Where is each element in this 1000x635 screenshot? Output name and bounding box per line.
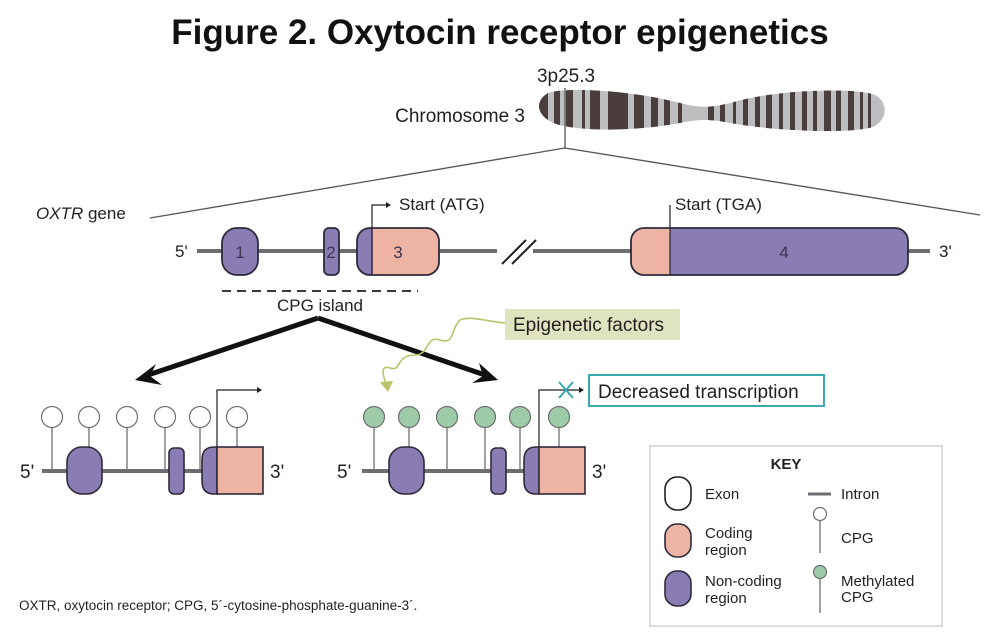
methylated-cpg-site <box>397 405 421 429</box>
unmethylated-panel: 5' 3' <box>20 387 284 495</box>
epigenetic-factors-box <box>505 309 680 340</box>
exon-4 <box>630 205 909 276</box>
legend-intron-label: Intron <box>841 486 879 503</box>
exon-4-noncoding <box>670 228 908 275</box>
legend-methylated-swatch <box>812 564 828 580</box>
legend-coding-label-2: region <box>705 542 747 559</box>
break-mark <box>501 239 527 265</box>
arrow-to-unmethylated <box>147 315 319 378</box>
exon-2 <box>323 227 340 276</box>
unmethylated-5prime-label: 5' <box>20 462 34 483</box>
exon-3 <box>356 227 440 276</box>
epigenetic-arrowhead <box>380 381 393 392</box>
chromosome-3 <box>539 90 885 132</box>
decreased-transcription-box <box>588 374 825 407</box>
legend-exon-swatch <box>664 476 692 511</box>
gene-3prime-label: 3' <box>939 242 952 261</box>
unmethylated-transcription-arrow <box>216 389 257 447</box>
chromosome-label: Chromosome 3 <box>395 106 525 127</box>
legend-coding-label-1: Coding <box>705 525 753 542</box>
start-atg-arrowhead <box>386 202 391 208</box>
gene-map: 5' 1 2 3 Start (ATG) 4 Start <box>175 195 952 315</box>
unmethylated-exon-3-coding <box>216 446 264 495</box>
legend-noncoding-swatch <box>664 570 692 607</box>
start-atg-label: Start (ATG) <box>399 195 485 214</box>
legend-title: KEY <box>771 456 802 473</box>
methylated-3prime-label: 3' <box>592 462 606 483</box>
gene-name: OXTR <box>36 204 83 223</box>
chromosome-bands <box>539 90 871 132</box>
arrowhead-left <box>135 364 162 385</box>
arrowhead-right <box>472 363 498 383</box>
figure-caption: OXTR, oxytocin receptor; CPG, 5´-cytosin… <box>19 598 417 613</box>
unmethylated-transcription-arrowhead <box>257 387 262 393</box>
unmethylated-cpg-site <box>153 405 177 429</box>
zoom-line-left <box>149 147 566 219</box>
legend-cpg-label: CPG <box>841 530 874 547</box>
arrow-to-methylated <box>317 315 486 378</box>
unmethylated-cpg-site <box>225 405 249 429</box>
gene-suffix: gene <box>83 204 126 223</box>
unmethylated-cpg-sites <box>40 405 249 471</box>
methylated-exon-3-noncoding <box>523 446 540 495</box>
methylated-cpg-sites <box>362 405 571 471</box>
gene-5prime-label: 5' <box>175 242 188 261</box>
exon-4-coding <box>631 228 670 275</box>
epigenetic-factors-label: Epigenetic factors <box>513 315 664 336</box>
unmethylated-exon-3-noncoding <box>201 446 218 495</box>
legend: KEY Exon Coding region Non-coding region… <box>649 445 943 627</box>
unmethylated-cpg-site <box>40 405 64 429</box>
methylated-cpg-site <box>362 405 386 429</box>
epigenetic-squiggle <box>382 317 506 386</box>
blocked-x-icon <box>558 381 574 399</box>
methylated-transcription-arrowhead <box>579 387 584 393</box>
exon-1-number: 1 <box>235 243 244 262</box>
exon-4-number: 4 <box>779 243 788 262</box>
legend-noncoding-label-2: region <box>705 590 747 607</box>
legend-cpg-swatch <box>812 506 828 522</box>
methylated-5prime-label: 5' <box>337 462 351 483</box>
exon-3-coding <box>372 228 439 275</box>
unmethylated-exon-1 <box>66 446 103 495</box>
break-mark <box>511 239 537 265</box>
methylated-exon-1 <box>388 446 425 495</box>
unmethylated-cpg-site <box>115 405 139 429</box>
locus-label: 3p25.3 <box>537 66 595 87</box>
legend-box <box>649 445 943 627</box>
methylated-exon-2 <box>490 447 507 495</box>
exon-2-number: 2 <box>326 243 335 262</box>
methylated-cpg-site <box>508 405 532 429</box>
start-atg-arrow <box>371 204 386 228</box>
cpg-island-label: CPG island <box>277 296 363 315</box>
figure-title: Figure 2. Oxytocin receptor epigenetics <box>171 13 828 52</box>
unmethylated-3prime-label: 3' <box>270 462 284 483</box>
methylated-exon-3-coding <box>538 446 586 495</box>
exon-3-number: 3 <box>393 243 402 262</box>
decreased-transcription-label: Decreased transcription <box>598 382 799 403</box>
gene-label: OXTR gene <box>36 204 126 223</box>
unmethylated-cpg-site <box>188 405 212 429</box>
methylated-panel: 5' 3' <box>337 381 606 495</box>
start-tga-label: Start (TGA) <box>675 195 762 214</box>
exon-1 <box>221 227 259 276</box>
zoom-line-right <box>564 147 981 216</box>
legend-coding-swatch <box>664 523 692 558</box>
branch-arrows <box>135 315 498 385</box>
methylated-cpg-site <box>547 405 571 429</box>
legend-noncoding-label-1: Non-coding <box>705 573 782 590</box>
methylated-cpg-site <box>473 405 497 429</box>
legend-methylated-label-2: CPG <box>841 589 874 606</box>
legend-methylated-label-1: Methylated <box>841 573 914 590</box>
legend-exon-label: Exon <box>705 486 739 503</box>
unmethylated-exon-2 <box>168 447 185 495</box>
methylated-cpg-site <box>435 405 459 429</box>
unmethylated-cpg-site <box>77 405 101 429</box>
exon-3-noncoding <box>357 228 372 275</box>
